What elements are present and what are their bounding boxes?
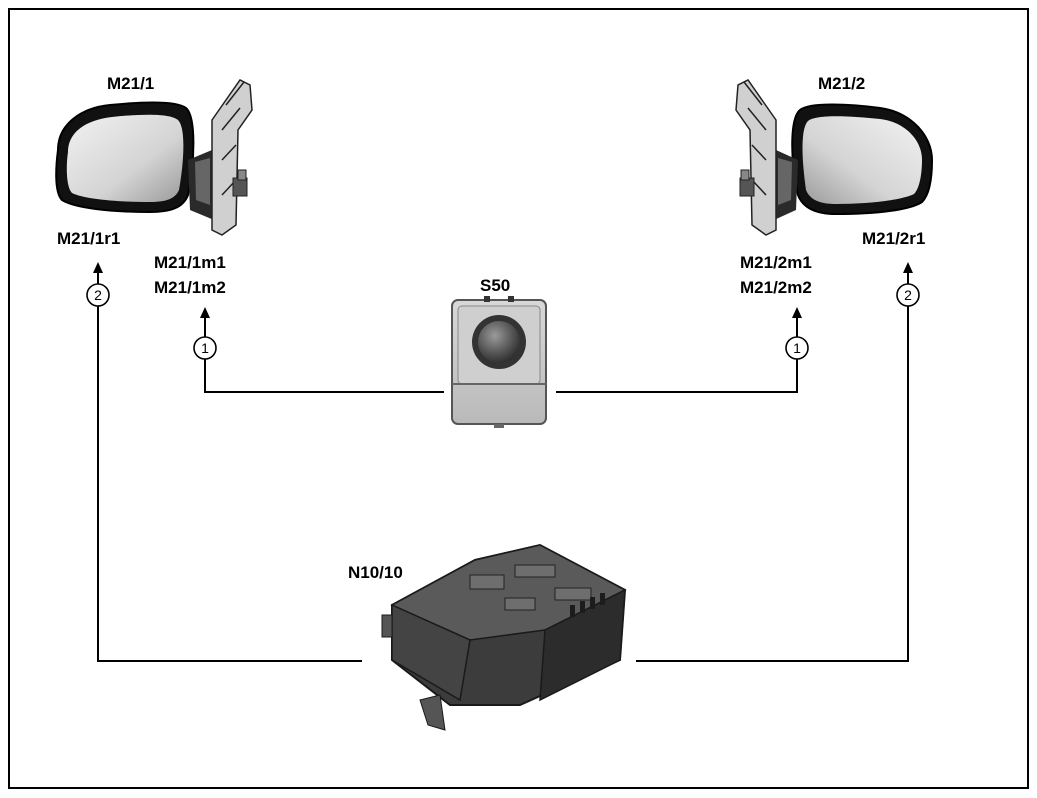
mirror-left-image <box>55 79 253 236</box>
marker-1-left-label: 1 <box>201 340 209 356</box>
wire-group <box>97 272 909 662</box>
marker-2-left-label: 2 <box>94 287 102 303</box>
mirror-left-motor2-label: M21/1m2 <box>154 278 226 297</box>
arrowheads <box>93 262 913 318</box>
arrow-to-m21-1r1 <box>93 262 103 273</box>
diagram-frame <box>8 8 1029 789</box>
marker-1-left: 1 <box>193 336 217 360</box>
marker-2-right-label: 2 <box>904 287 912 303</box>
mirror-left-label: M21/1 <box>107 74 155 93</box>
arrow-to-m21-1m2 <box>200 307 210 318</box>
wire-left-control <box>97 302 362 662</box>
marker-2-right: 2 <box>896 283 920 307</box>
mirror-right-label: M21/2 <box>818 74 866 93</box>
mirror-right-image <box>735 79 934 236</box>
mirror-left-sensor-label: M21/1r1 <box>57 229 121 248</box>
wire-switch-left <box>204 355 444 393</box>
control-unit-n10-10-image <box>381 543 627 731</box>
wire-right-control <box>636 302 909 662</box>
mirror-right-sensor-label: M21/2r1 <box>862 229 926 248</box>
control-unit-label: N10/10 <box>348 563 403 582</box>
arrow-to-m21-2m2 <box>792 307 802 318</box>
arrow-to-m21-2r1 <box>903 262 913 273</box>
marker-2-left: 2 <box>86 283 110 307</box>
wire-switch-right <box>556 355 798 393</box>
marker-1-right: 1 <box>785 336 809 360</box>
mirror-right-motor2-label: M21/2m2 <box>740 278 812 297</box>
switch-s50-image <box>451 296 547 428</box>
mirror-left-motor1-label: M21/1m1 <box>154 253 226 272</box>
switch-label: S50 <box>480 276 511 295</box>
marker-1-right-label: 1 <box>793 340 801 356</box>
mirror-right-motor1-label: M21/2m1 <box>740 253 812 272</box>
